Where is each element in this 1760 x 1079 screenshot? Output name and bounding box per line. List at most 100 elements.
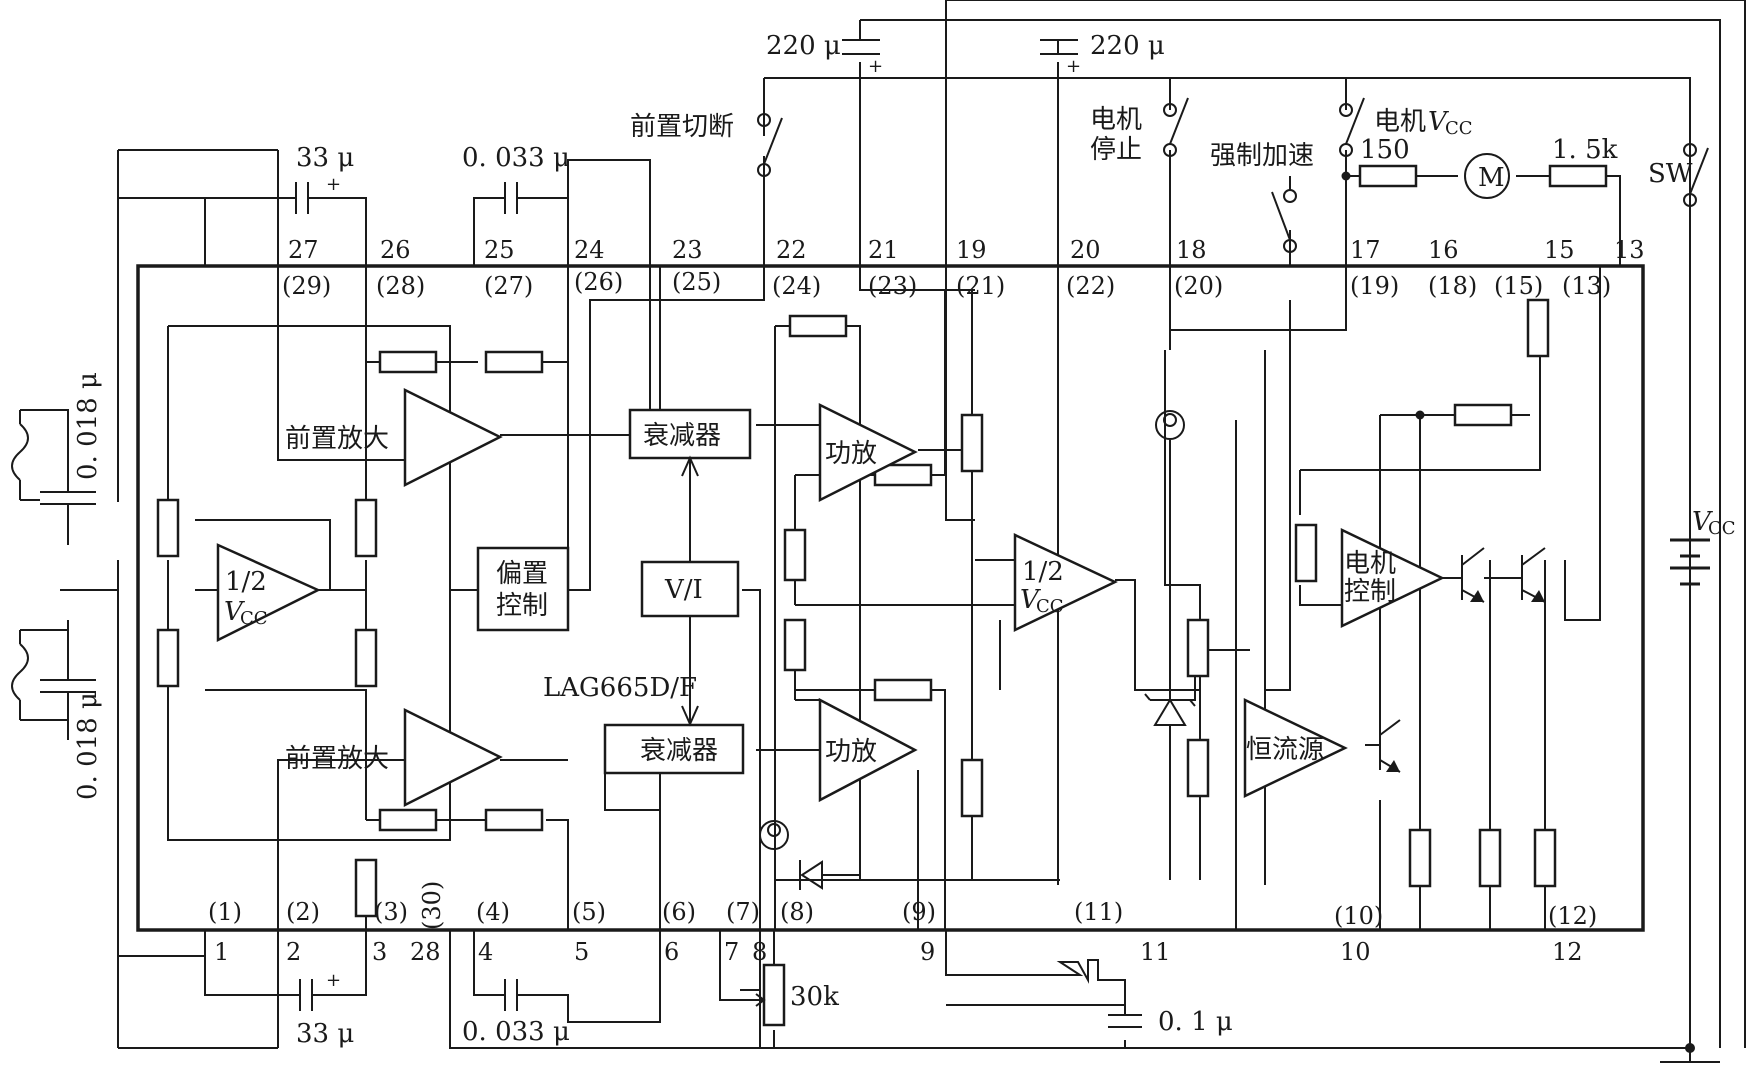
- power-amp-top-triangle: [818, 402, 918, 503]
- pin-alt-label: (18): [1428, 272, 1477, 300]
- const-current-label: 恒流源: [1246, 735, 1324, 765]
- plus-sign: +: [326, 174, 341, 195]
- motor-vcc-switch-blade: [1345, 97, 1365, 145]
- pin-alt-label: (4): [476, 898, 510, 926]
- resistor: [783, 618, 807, 672]
- pin-label: 7: [724, 938, 739, 966]
- pin-alt-label: (27): [484, 272, 533, 300]
- motor-vcc-sub: CC: [1445, 118, 1473, 139]
- pin-alt-label: (10): [1334, 902, 1383, 930]
- pin-alt-label: (11): [1074, 898, 1123, 926]
- pin-label: 20: [1070, 236, 1101, 264]
- half-vcc-right-triangle: [1013, 533, 1118, 632]
- battery-symbol: [1670, 538, 1710, 586]
- pin-alt-label: (21): [956, 272, 1005, 300]
- resistor: [1186, 618, 1210, 678]
- pin-label: 15: [1544, 236, 1575, 264]
- component-labels: 220 μ + 220 μ + 33 μ + 33 μ + 0. 033 μ 0…: [73, 31, 1618, 1049]
- resistor: [783, 528, 807, 582]
- resistor: [354, 498, 378, 558]
- pin-label: 6: [664, 938, 679, 966]
- attenuator-bottom-label: 衰减器: [640, 736, 718, 766]
- pin-alt-label: (7): [726, 898, 760, 926]
- preamp-bottom-label: 前置放大: [285, 744, 389, 774]
- resistor: [378, 350, 438, 374]
- top-pin-alt-numbers: (29) (28) (27) (26) (25) (24) (23) (21) …: [282, 268, 1611, 300]
- pin-label: 28: [410, 938, 441, 966]
- half-vcc-right-label: 1/2: [1022, 557, 1064, 587]
- preamp-cut-switch-contact: [757, 113, 771, 127]
- transistors: [1365, 547, 1546, 773]
- resistor: [354, 858, 378, 918]
- resistor: [1453, 403, 1513, 427]
- motor-stop-switch-contact: [1163, 103, 1177, 117]
- bias-control-line1: 偏置: [496, 559, 548, 589]
- pin-alt-label: (28): [376, 272, 425, 300]
- pin-label: 2: [286, 938, 301, 966]
- transistor-const-current: [1365, 719, 1401, 773]
- resistor-1.5k: [1548, 164, 1608, 188]
- cap-0018u-top-label: 0. 018 μ: [73, 372, 103, 480]
- power-amp-top-label: 功放: [825, 439, 877, 469]
- res-15k-label: 1. 5k: [1552, 135, 1618, 165]
- cap-33u-bottom-label: 33 μ: [296, 1019, 354, 1049]
- resistor: [1186, 738, 1210, 798]
- pin-label: 24: [574, 236, 605, 264]
- power-amp-bottom-label: 功放: [825, 737, 877, 767]
- pin-label: 11: [1140, 938, 1171, 966]
- resistor-150: [1358, 164, 1418, 188]
- sw-switch-blade: [1689, 147, 1709, 195]
- top-pin-numbers: 27 26 25 24 23 22 21 19 20 18 17 16 15 1…: [288, 236, 1645, 264]
- capacitor-01u: [1108, 1014, 1142, 1028]
- preamp-cut-label: 前置切断: [630, 112, 734, 142]
- pin-label: 25: [484, 236, 515, 264]
- arrow-head: [1470, 590, 1484, 602]
- pot-30k-label: 30k: [790, 982, 839, 1012]
- capacitor-0033u-bottom: [504, 979, 537, 1011]
- pin-label: 23: [672, 236, 703, 264]
- chip-name: LAG665D/F: [543, 673, 697, 703]
- half-vcc-left-sub: CC: [240, 608, 268, 629]
- resistor: [1478, 828, 1502, 888]
- resistor: [156, 498, 180, 558]
- pin-label: 12: [1552, 938, 1583, 966]
- pin-label: 16: [1428, 236, 1459, 264]
- resistor: [484, 808, 544, 832]
- const-current-triangle: [1243, 698, 1348, 798]
- capacitor-0018u-bottom: [40, 679, 96, 693]
- force-accel-label: 强制加速: [1210, 141, 1314, 171]
- capacitor-0033u-top: [504, 182, 537, 214]
- capacitors: [40, 39, 1142, 1028]
- plus-sign: +: [326, 970, 341, 991]
- half-vcc-left-v: V: [224, 597, 245, 627]
- resistor: [873, 463, 933, 487]
- ground-symbol: [1660, 1048, 1720, 1063]
- pin-alt-label: (24): [772, 272, 821, 300]
- current-source-top-inner: [1163, 413, 1177, 427]
- pin-alt-label: (15): [1494, 272, 1543, 300]
- resistor: [873, 678, 933, 702]
- pin-label: 1: [214, 938, 229, 966]
- resistor: [1294, 523, 1318, 583]
- potentiometer-30k: [762, 963, 786, 1027]
- capacitor-33u-bottom: [299, 979, 344, 1011]
- attenuator-top-block: [628, 408, 752, 460]
- pin-alt-label: (29): [282, 272, 331, 300]
- plus-sign: +: [1066, 56, 1081, 77]
- current-source-bottom: [759, 820, 789, 850]
- pin-label: 10: [1340, 938, 1371, 966]
- cap-33u-top-label: 33 μ: [296, 143, 354, 173]
- resistor: [156, 628, 180, 688]
- resistors: [156, 164, 1608, 1027]
- pin-alt-label: (6): [662, 898, 696, 926]
- motor-symbol: [1464, 153, 1510, 199]
- transistor-motor-1: [1442, 547, 1485, 603]
- capacitor-220u-left: [842, 39, 880, 55]
- diode: [799, 860, 860, 890]
- res-150-label: 150: [1360, 135, 1410, 165]
- junction-dot: [1341, 171, 1351, 181]
- resistor: [484, 350, 544, 374]
- resistor: [960, 413, 984, 473]
- pin-alt-label: (26): [574, 268, 623, 296]
- pin-label: 21: [868, 236, 899, 264]
